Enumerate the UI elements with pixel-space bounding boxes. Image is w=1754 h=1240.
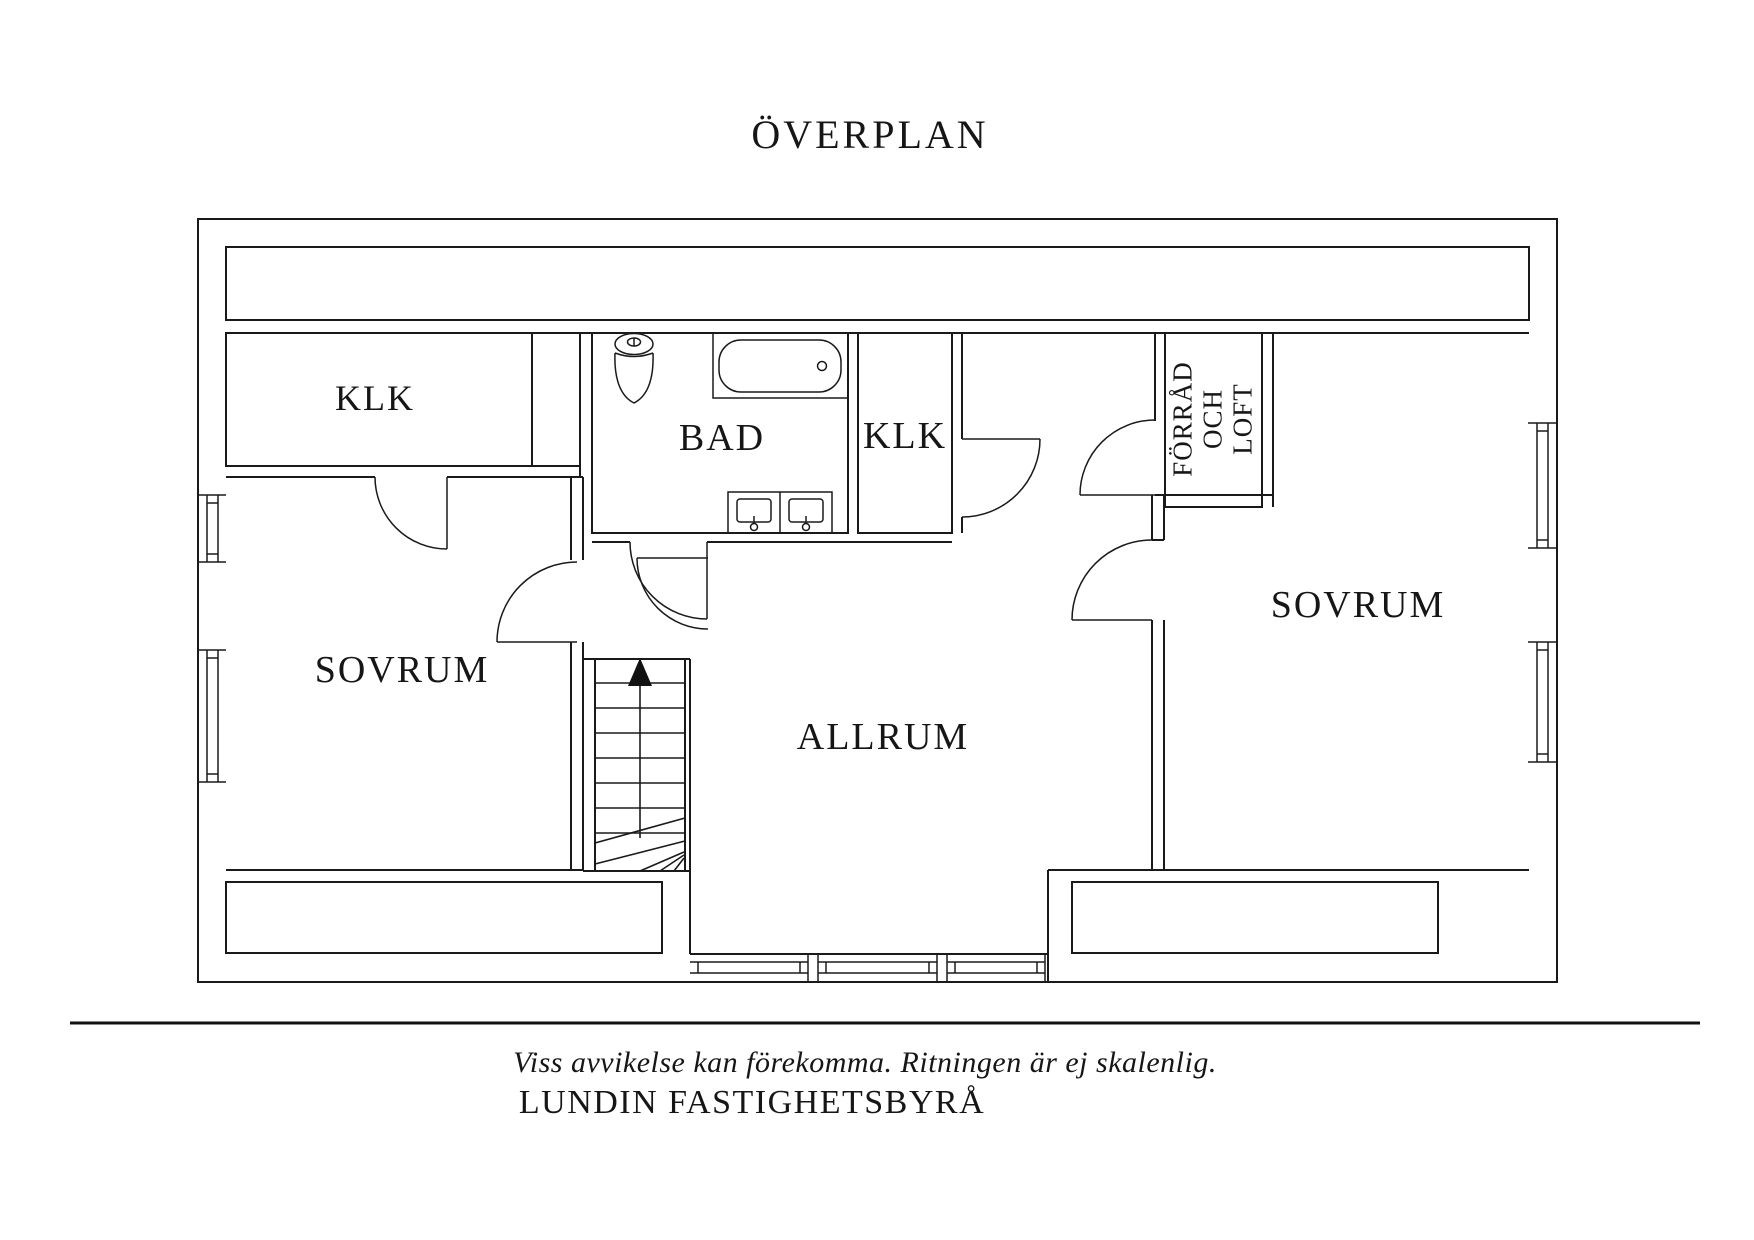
door-arc	[961, 438, 1041, 518]
door-arc	[1071, 539, 1153, 621]
window-mullion	[936, 953, 948, 983]
room-label-sovrum-left: SOVRUM	[314, 649, 490, 691]
room-label-bad: BAD	[678, 417, 766, 459]
outer-wall	[197, 218, 1558, 983]
door-swings	[374, 419, 1156, 643]
room-label-klk-right: KLK	[862, 415, 948, 457]
room-label-sovrum-right: SOVRUM	[1270, 584, 1446, 626]
toilet-icon	[614, 332, 654, 404]
window-icon	[818, 961, 937, 974]
door-arc	[629, 541, 708, 620]
door-arc	[1079, 419, 1156, 496]
room-label-allrum: ALLRUM	[796, 716, 970, 758]
staircase	[583, 658, 691, 954]
windows	[198, 422, 1557, 983]
window-icon	[1528, 641, 1557, 763]
window-mullion	[807, 953, 819, 983]
page-title: ÖVERPLAN	[751, 112, 989, 157]
room-label-klk-left: KLK	[335, 378, 415, 418]
room-klk-left	[225, 332, 533, 467]
footer-disclaimer: Viss avvikelse kan förekomma. Ritningen …	[513, 1046, 1217, 1079]
forrad-line-3: LOFT	[1228, 383, 1259, 455]
door-arc	[374, 476, 448, 550]
door-arc	[636, 557, 709, 630]
washbasin-icon	[727, 491, 833, 534]
window-icon	[198, 494, 226, 563]
door-arc	[496, 561, 578, 643]
forrad-line-2: OCH	[1197, 389, 1228, 450]
room-forrad	[1164, 332, 1263, 508]
footer-company-name: LUNDIN FASTIGHETSBYRÅ	[518, 1084, 986, 1121]
bottom-attic-band-left	[225, 881, 663, 954]
top-attic-band	[225, 246, 1530, 321]
room-klk-right	[857, 332, 953, 534]
room-label-forrad: FÖRRÅD OCH LOFT	[1168, 361, 1259, 477]
walls	[197, 218, 1558, 983]
bathtub-icon	[712, 332, 849, 399]
window-icon	[198, 649, 226, 783]
window-icon	[947, 954, 1046, 982]
stairs-up-arrow-icon	[628, 658, 652, 686]
window-icon	[1528, 422, 1557, 549]
window-icon	[690, 961, 808, 974]
forrad-line-1: FÖRRÅD	[1167, 361, 1198, 477]
bottom-attic-band-right	[1071, 881, 1439, 954]
